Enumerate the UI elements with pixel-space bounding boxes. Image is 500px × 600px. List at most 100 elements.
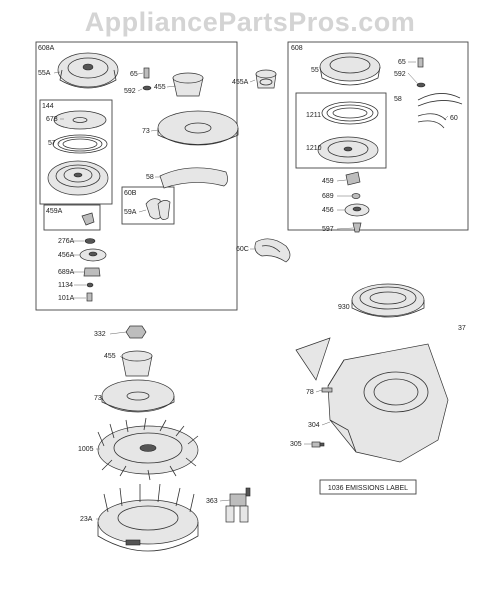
callout-55A: 55A bbox=[38, 70, 51, 77]
callout-73-upper: 73 bbox=[142, 128, 150, 135]
part-59A-bracket bbox=[145, 198, 171, 220]
part-58-rope-b bbox=[417, 93, 463, 107]
callout-1005: 1005 bbox=[78, 446, 94, 453]
group-459A-label: 459A bbox=[46, 208, 63, 215]
callout-678: 678 bbox=[46, 116, 58, 123]
part-456-ratchet bbox=[344, 203, 370, 217]
callout-23A: 23A bbox=[80, 516, 93, 523]
callout-78: 78 bbox=[306, 389, 314, 396]
callout-1211: 1211 bbox=[306, 112, 321, 119]
callout-689: 689 bbox=[322, 193, 334, 200]
part-65-screw-b bbox=[417, 57, 424, 68]
group-60B-label: 60B bbox=[124, 190, 137, 197]
callout-1210: 1210 bbox=[306, 145, 322, 152]
callout-363: 363 bbox=[206, 498, 218, 505]
callout-60C: 60C bbox=[236, 246, 249, 253]
part-57-spring bbox=[52, 134, 108, 154]
callout-592-right: 592 bbox=[394, 71, 406, 78]
callout-58-right: 58 bbox=[394, 96, 402, 103]
part-455A-cup bbox=[255, 69, 277, 89]
part-459A-clip bbox=[81, 212, 95, 226]
callout-1134: 1134 bbox=[58, 282, 73, 289]
callouts: 55A 65 592 455 455A 678 57 73 58 59A 276… bbox=[38, 59, 466, 523]
part-930-rotating-screen bbox=[351, 283, 425, 318]
callout-65-right: 65 bbox=[398, 59, 406, 66]
callout-57: 57 bbox=[48, 140, 56, 147]
part-55A-starter-housing bbox=[57, 52, 119, 89]
emissions-label-box: 1036 EMISSIONS LABEL bbox=[319, 479, 417, 495]
part-689A-nut bbox=[83, 267, 101, 277]
group-608-label: 608 bbox=[291, 45, 303, 52]
leader-lines bbox=[53, 61, 449, 520]
part-276A-washer bbox=[84, 238, 96, 244]
callout-455A: 455A bbox=[232, 79, 249, 86]
callout-930: 930 bbox=[338, 304, 350, 311]
part-592-washer bbox=[142, 85, 152, 91]
part-689-nut bbox=[351, 193, 361, 199]
part-678-washer bbox=[53, 110, 107, 130]
callout-73-lower: 73 bbox=[94, 395, 102, 402]
group-608: 608 bbox=[287, 41, 469, 231]
part-101A-screw bbox=[86, 292, 93, 302]
callout-60: 60 bbox=[450, 115, 458, 122]
part-78-bolt bbox=[321, 387, 333, 393]
part-1211-spring bbox=[321, 101, 379, 125]
group-459A-box bbox=[43, 204, 101, 231]
part-58-rope-guide bbox=[159, 167, 228, 189]
group-144: 144 bbox=[39, 99, 113, 205]
part-73-guard-upper bbox=[157, 110, 239, 146]
watermark-text: AppliancePartsPros.com bbox=[85, 7, 416, 37]
part-459-clip bbox=[345, 171, 361, 186]
part-pulley bbox=[47, 160, 109, 196]
group-608A: 608A bbox=[35, 41, 238, 311]
part-37-blower-housing bbox=[295, 337, 449, 463]
part-1134-spacer bbox=[86, 282, 94, 288]
callout-55: 55 bbox=[311, 67, 319, 74]
part-60C-starter-handle bbox=[254, 238, 291, 263]
part-60-handle bbox=[417, 113, 447, 129]
group-60B-box bbox=[121, 186, 175, 225]
group-459A: 459A bbox=[43, 204, 101, 231]
part-592-washer-b bbox=[416, 82, 426, 88]
group-608-box bbox=[287, 41, 469, 231]
callout-455-lower: 455 bbox=[104, 353, 116, 360]
part-456A-ratchet bbox=[79, 248, 107, 262]
callout-455: 455 bbox=[154, 84, 166, 91]
part-23A-flywheel bbox=[97, 483, 199, 552]
callout-689A: 689A bbox=[58, 269, 75, 276]
callout-59A: 59A bbox=[124, 209, 137, 216]
callout-592: 592 bbox=[124, 88, 136, 95]
callout-37: 37 bbox=[458, 325, 466, 332]
part-65-screw bbox=[143, 67, 150, 79]
emissions-label-text: 1036 EMISSIONS LABEL bbox=[328, 485, 408, 492]
callout-304: 304 bbox=[308, 422, 320, 429]
callout-597: 597 bbox=[322, 226, 334, 233]
callout-456A: 456A bbox=[58, 252, 75, 259]
callout-456: 456 bbox=[322, 207, 334, 214]
group-144-label: 144 bbox=[42, 103, 54, 110]
part-455-cup-b bbox=[121, 350, 153, 377]
part-55-starter-housing bbox=[319, 52, 381, 86]
group-144-box bbox=[39, 99, 113, 205]
callout-101A: 101A bbox=[58, 295, 75, 302]
callout-305: 305 bbox=[290, 441, 302, 448]
callout-65: 65 bbox=[130, 71, 138, 78]
group-60B: 60B bbox=[121, 186, 175, 225]
group-1211-1210-box bbox=[295, 92, 387, 169]
callout-276A: 276A bbox=[58, 238, 75, 245]
group-1211-1210 bbox=[295, 92, 387, 169]
part-305-screw bbox=[311, 441, 325, 448]
group-608A-label: 608A bbox=[38, 45, 55, 52]
emissions-label-border bbox=[319, 479, 417, 495]
group-608A-box bbox=[35, 41, 238, 311]
part-597-screw bbox=[352, 222, 362, 233]
callout-459: 459 bbox=[322, 178, 334, 185]
part-363-armature bbox=[225, 487, 251, 523]
part-1005-fan bbox=[97, 417, 199, 481]
callout-332: 332 bbox=[94, 331, 106, 338]
part-332-nut bbox=[125, 325, 147, 339]
part-73-guard-lower bbox=[101, 379, 175, 413]
part-455-cup bbox=[172, 72, 204, 97]
part-1210-pulley bbox=[317, 136, 379, 164]
